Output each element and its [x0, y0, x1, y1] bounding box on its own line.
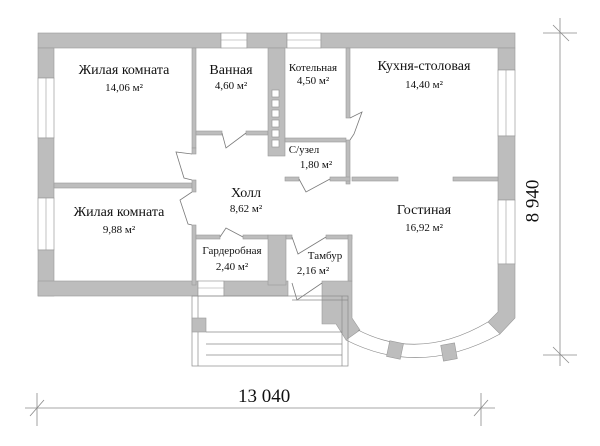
- room-area-living-room-main: 16,92 м²: [405, 222, 443, 234]
- room-area-boiler-room: 4,50 м²: [296, 75, 330, 87]
- room-area-kitchen-dining: 14,40 м²: [405, 79, 443, 91]
- porch: [191, 295, 349, 367]
- room-area-bathroom: 4,60 м²: [214, 80, 248, 92]
- room-label-vestibule: Тамбур: [307, 250, 343, 262]
- room-label-bathroom: Ванная: [209, 63, 253, 78]
- room-label-kitchen-dining: Кухня-столовая: [377, 59, 471, 74]
- room-area-hall: 8,62 м²: [229, 203, 263, 215]
- room-label-living-room-1: Жилая комната: [78, 63, 170, 78]
- room-label-wardrobe: Гардеробная: [202, 245, 262, 257]
- interior-walls: [53, 47, 499, 286]
- room-area-vestibule: 2,16 м²: [296, 265, 330, 277]
- dimension-lines: [25, 18, 577, 426]
- room-label-living-room-main: Гостиная: [396, 203, 452, 218]
- room-area-living-room-1: 14,06 м²: [105, 82, 143, 94]
- room-label-boiler-room: Котельная: [288, 62, 338, 74]
- height-dimension-label: 8 940: [522, 179, 544, 223]
- room-label-hall: Холл: [230, 186, 262, 201]
- room-label-living-room-2: Жилая комната: [73, 205, 165, 220]
- room-label-wc: С/узел: [288, 144, 320, 156]
- room-area-wc: 1,80 м²: [299, 159, 333, 171]
- width-dimension-label: 13 040: [238, 386, 291, 407]
- outer-walls: [37, 32, 516, 362]
- room-area-living-room-2: 9,88 м²: [102, 224, 136, 236]
- room-area-wardrobe: 2,40 м²: [215, 261, 249, 273]
